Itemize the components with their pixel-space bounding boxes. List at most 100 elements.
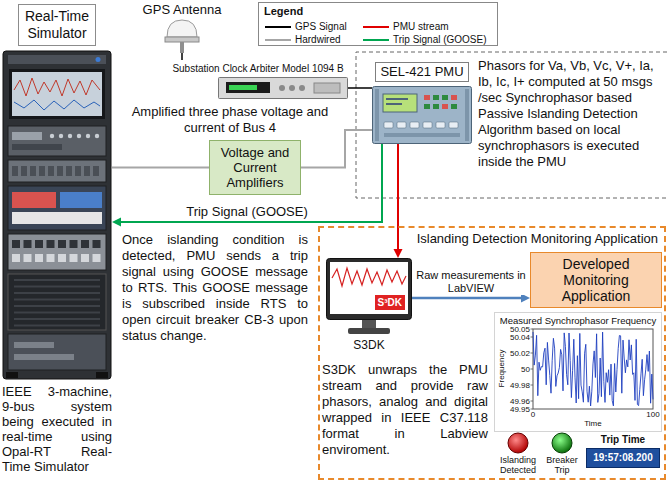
axis-tick: 0 <box>521 410 545 419</box>
rack-illustration-part-part <box>93 240 101 248</box>
legend-text: PMU stream <box>393 21 449 33</box>
legend-line <box>363 26 389 28</box>
application-label: Developed Monitoring Application <box>534 256 658 304</box>
legend-text: GPS Signal <box>295 21 347 33</box>
simulator-title-box: Real-Time Simulator <box>18 4 96 46</box>
legend-line <box>265 39 291 41</box>
rack-illustration-part-part <box>21 166 27 176</box>
pmu-illustration-part <box>372 86 472 144</box>
legend-line-sample <box>363 34 389 46</box>
clock-illustration-part-part <box>229 85 257 90</box>
islanding-lamp: Islanding Detected <box>496 432 540 475</box>
pmu-label: SEL-421 PMU <box>375 62 468 82</box>
legend-title: Legend <box>264 5 303 18</box>
antenna-illustration-part-part <box>167 20 197 37</box>
pmu-illustration-part-part <box>451 104 457 109</box>
connector <box>394 144 403 258</box>
rack-illustration-part-part <box>12 240 20 248</box>
rack-illustration-part-part <box>8 126 106 156</box>
gps-antenna: GPS Antenna <box>140 2 224 53</box>
region-heading: Islanding Detection Monitoring Applicati… <box>320 228 664 246</box>
connector <box>112 144 382 227</box>
amplifier-box: Voltage and Current Amplifiers <box>209 140 301 195</box>
rack-illustration-part-part <box>12 192 56 208</box>
rack-illustration-part-part <box>70 240 78 248</box>
rack-illustration-part-part <box>14 78 100 96</box>
rack-illustration-part-part <box>8 55 106 64</box>
lamp-illustration-part-part <box>508 433 528 453</box>
clock-illustration-part-part <box>314 83 340 93</box>
rack-illustration-part-part <box>86 134 90 138</box>
rack-illustration-part-part <box>8 234 106 270</box>
pmu-illustration-part-part <box>386 98 408 100</box>
lamp-illustration-part <box>496 432 540 454</box>
lamp-illustration <box>542 432 582 454</box>
clock-label: Substation Clock Arbiter Model 1094 B <box>168 63 348 75</box>
pmu-illustration-part-part <box>375 89 379 141</box>
axis-title: Frequency <box>497 339 506 399</box>
plot-frame <box>533 329 653 409</box>
rack-illustration-part-part <box>3 51 111 379</box>
rack-illustration-part-part <box>93 166 99 176</box>
connector-line <box>348 87 372 89</box>
rack-illustration-part-part <box>14 299 100 301</box>
clock-device: Substation Clock Arbiter Model 1094 B <box>168 60 348 99</box>
rack-illustration-part-part <box>81 254 89 262</box>
pmu-device: SEL-421 PMU <box>372 62 472 144</box>
connector-line <box>412 297 523 300</box>
trip-time-value: 19:57:08.200 <box>586 448 660 468</box>
rack-illustration-part-part <box>59 134 63 138</box>
simulator-rack: IEEE 3-machine, 9-bus system being execu… <box>2 50 112 474</box>
tick-mark <box>531 337 534 338</box>
axis-tick: 49.95 <box>495 405 530 414</box>
pmu-illustration-part-part <box>384 122 393 128</box>
rack-illustration-part-part <box>66 166 72 176</box>
pmu-illustration-part-part <box>410 122 419 128</box>
breaker-lamp: Breaker Trip <box>542 432 582 475</box>
rack-illustration-part-part <box>95 134 99 138</box>
clock-illustration-part <box>218 77 348 99</box>
pmu-illustration-part-part <box>449 122 458 128</box>
rack-illustration-part-part <box>14 318 100 320</box>
rack-illustration-part-part <box>24 240 32 248</box>
rack-illustration-part-part <box>24 254 32 262</box>
trip-note: Once islanding condition is detected, PM… <box>122 232 308 344</box>
pmu-illustration-part-part <box>386 103 402 105</box>
tick-mark <box>531 329 534 330</box>
rack-illustration-part-part <box>12 144 62 150</box>
rack-illustration-part-part <box>30 166 36 176</box>
pmu-illustration-part-part <box>442 95 448 100</box>
pmu-illustration-part-part <box>442 104 448 109</box>
pmu-illustration-part-part <box>373 87 472 144</box>
application-box: Developed Monitoring Application <box>530 252 662 308</box>
pmu-illustration-part-part <box>424 104 430 109</box>
pmu-illustration-part-part <box>433 104 439 109</box>
rack-illustration-part-part <box>14 312 100 314</box>
pmu-illustration-part-part <box>433 95 439 100</box>
s3dk-note: S3DK unwraps the PMU stream and provide … <box>322 362 488 458</box>
monitor-illustration-part-part <box>330 262 408 314</box>
rack-illustration-part-part <box>12 212 102 224</box>
rack-illustration-part-part <box>70 254 78 262</box>
axis-tick: 49.96 <box>495 397 530 406</box>
edge-label: Raw measurements in LabVIEW <box>414 269 528 295</box>
rack-illustration-part-part <box>8 160 106 182</box>
rack-illustration-part-part <box>96 57 101 62</box>
pmu-illustration-part-part <box>383 94 417 112</box>
pmu-illustration-part-part <box>465 89 469 141</box>
pmu-note: Phasors for Va, Vb, Vc, V+, Ia, Ib, Ic, … <box>478 58 664 170</box>
rack-illustration-part-part <box>68 134 72 138</box>
rack-illustration-part-part <box>14 286 100 288</box>
tick-mark <box>531 401 534 402</box>
antenna-illustration-part-part <box>165 37 199 42</box>
lamp-caption: Islanding Detected <box>496 455 540 475</box>
rack-illustration-part-part <box>47 254 55 262</box>
antenna-illustration-part <box>140 17 224 53</box>
s3dk-logo: S³DK <box>375 295 405 310</box>
rack-illustration-part-part <box>9 69 105 119</box>
monitor-illustration-part-part <box>362 320 376 328</box>
tick-mark <box>531 409 534 410</box>
antenna-label: GPS Antenna <box>140 2 224 17</box>
rack-illustration-part-part <box>35 240 43 248</box>
rack-illustration <box>2 50 112 380</box>
